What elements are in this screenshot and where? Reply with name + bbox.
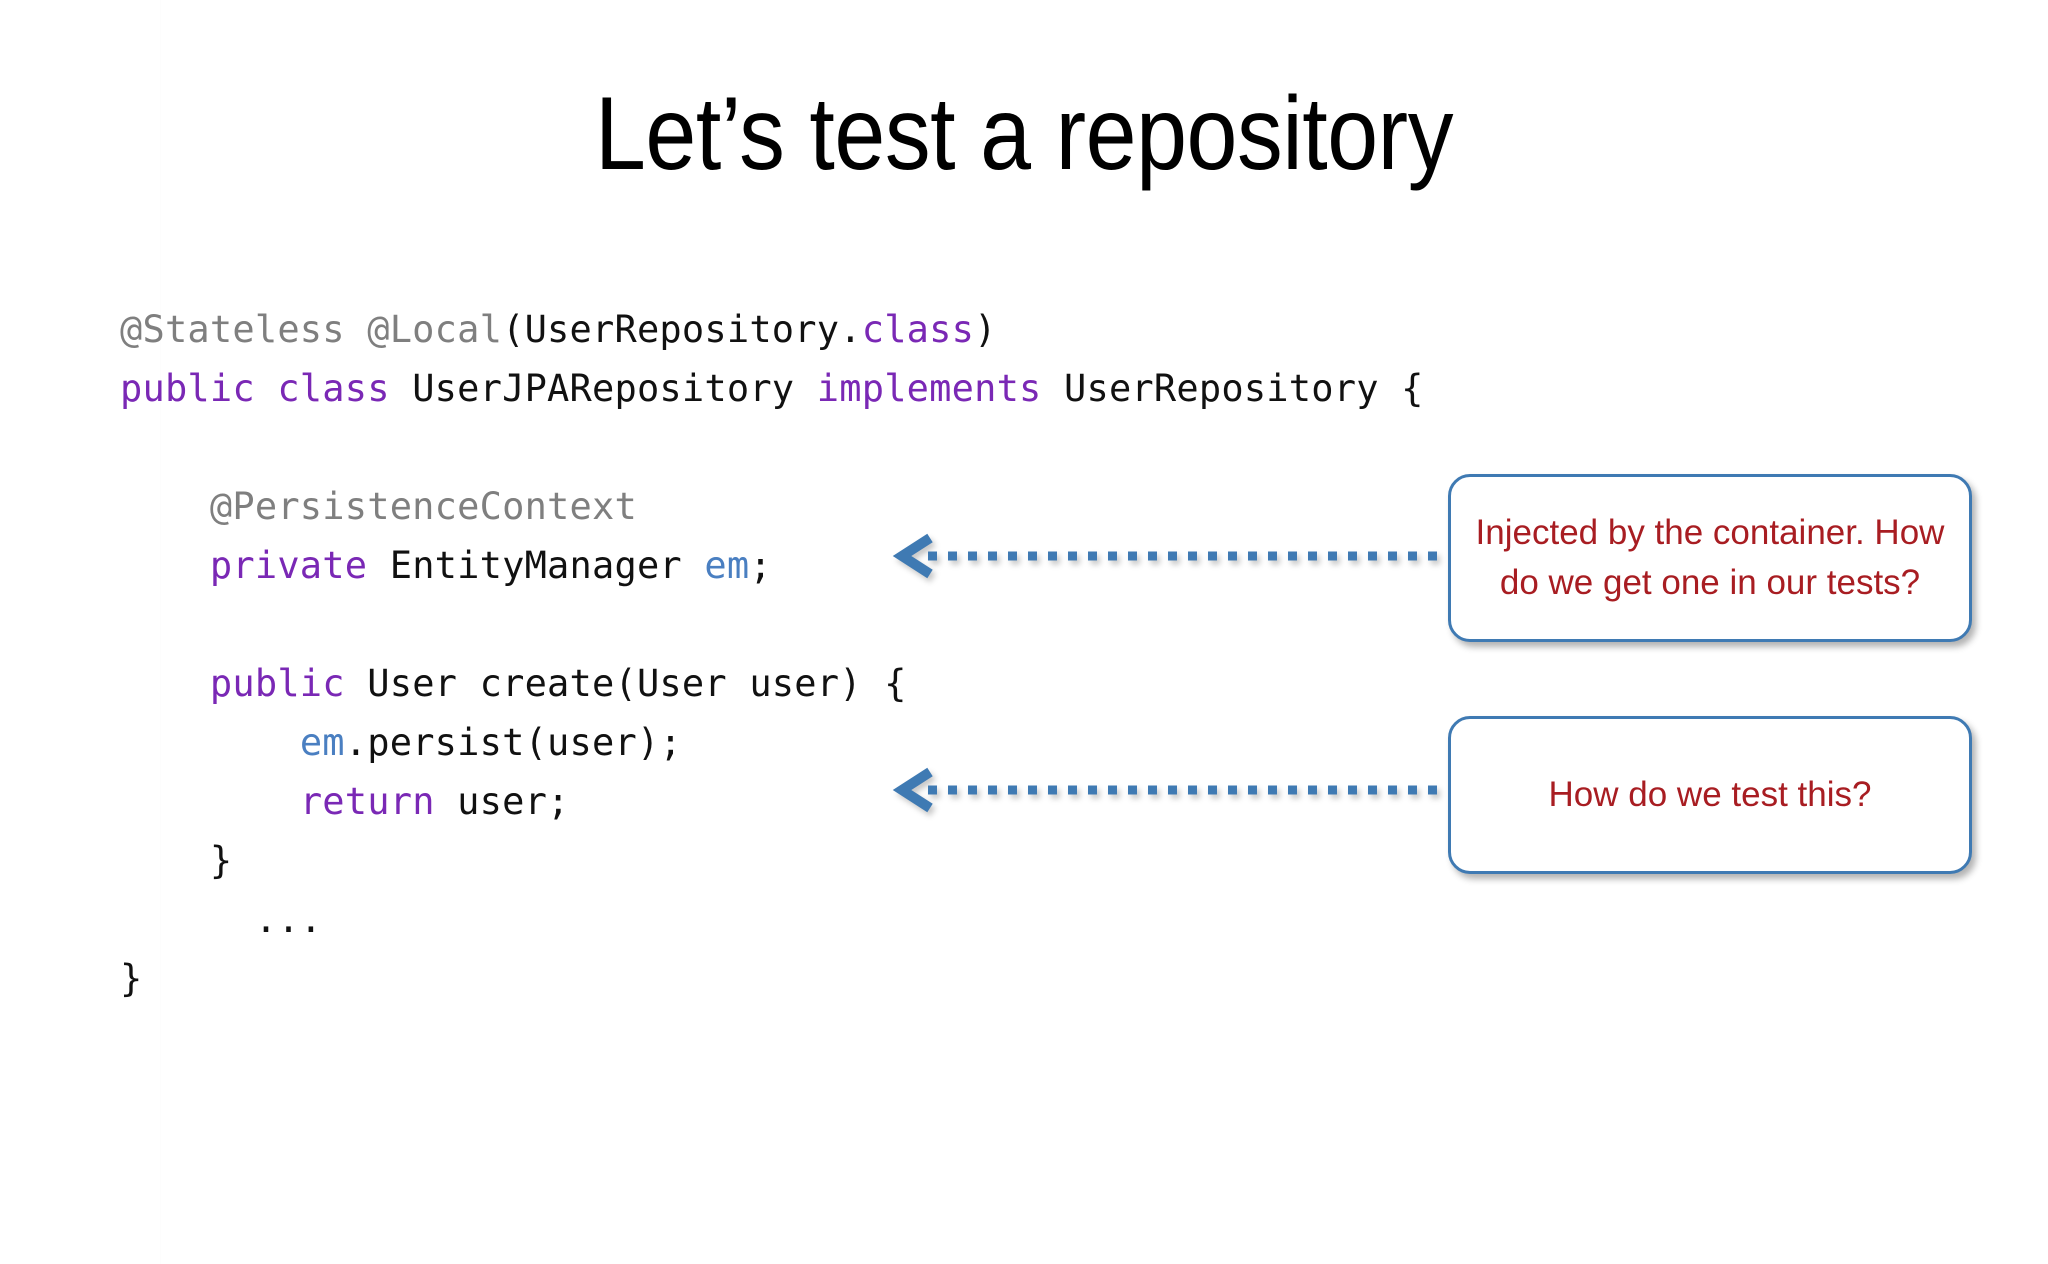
line-create-method: public User create(User user) { <box>120 654 1424 713</box>
code-token-identifier: UserRepository { <box>1041 367 1424 410</box>
code-token-identifier: UserJPARepository <box>412 367 817 410</box>
code-token-identifier <box>120 662 210 705</box>
code-token-identifier: user; <box>434 780 570 823</box>
line-close-method: } <box>120 831 1424 890</box>
code-token-variable: em <box>299 721 345 764</box>
code-token-keyword: implements <box>816 367 1042 410</box>
code-token-keyword: private <box>209 544 368 587</box>
code-token-identifier: } <box>120 839 233 882</box>
line-return-user: return user; <box>120 772 1424 831</box>
code-token-annotation: @Stateless @Local <box>120 308 503 351</box>
callout-injected-text: Injected by the container. How do we get… <box>1475 513 1945 602</box>
page-title: Let’s test a repository <box>594 76 1454 192</box>
code-token-identifier <box>120 544 210 587</box>
callout-how-do-we-test-this: How do we test this? <box>1448 716 1972 874</box>
code-token-annotation: @PersistenceContext <box>120 485 637 528</box>
code-token-identifier <box>120 780 300 823</box>
line-class-decl: public class UserJPARepository implement… <box>120 359 1424 418</box>
code-token-identifier: EntityManager <box>367 544 705 587</box>
code-token-identifier: } <box>120 957 143 1000</box>
line-close-class: } <box>120 949 1424 1008</box>
code-token-identifier: ... <box>120 898 323 941</box>
code-token-keyword: public class <box>120 367 413 410</box>
code-token-identifier: ; <box>749 544 772 587</box>
callout-test-text: How do we test this? <box>1548 775 1872 814</box>
code-token-identifier: User create(User user) { <box>344 662 907 705</box>
slide-left-margin <box>0 0 161 1264</box>
line-entitymanager-field: private EntityManager em; <box>120 536 1424 595</box>
code-token-identifier: (UserRepository. <box>502 308 862 351</box>
code-snippet: @Stateless @Local(UserRepository.class)p… <box>120 300 1424 1008</box>
code-token-identifier: ) <box>974 308 997 351</box>
line-blank-2 <box>120 595 1424 654</box>
code-token-variable: em <box>704 544 750 587</box>
code-token-identifier <box>120 721 300 764</box>
line-ellipsis: ... <box>120 890 1424 949</box>
code-token-identifier: .persist(user); <box>344 721 682 764</box>
line-persist-call: em.persist(user); <box>120 713 1424 772</box>
line-persistence-context: @PersistenceContext <box>120 477 1424 536</box>
dotted-arrow-to-persist-call <box>892 767 1444 813</box>
dotted-arrow-to-em-field <box>892 533 1444 579</box>
line-blank-1 <box>120 418 1424 477</box>
code-token-keyword: class <box>861 308 975 351</box>
callout-injected-by-container: Injected by the container. How do we get… <box>1448 474 1972 642</box>
code-token-keyword: return <box>299 780 435 823</box>
line-annotations: @Stateless @Local(UserRepository.class) <box>120 300 1424 359</box>
code-token-keyword: public <box>209 662 345 705</box>
